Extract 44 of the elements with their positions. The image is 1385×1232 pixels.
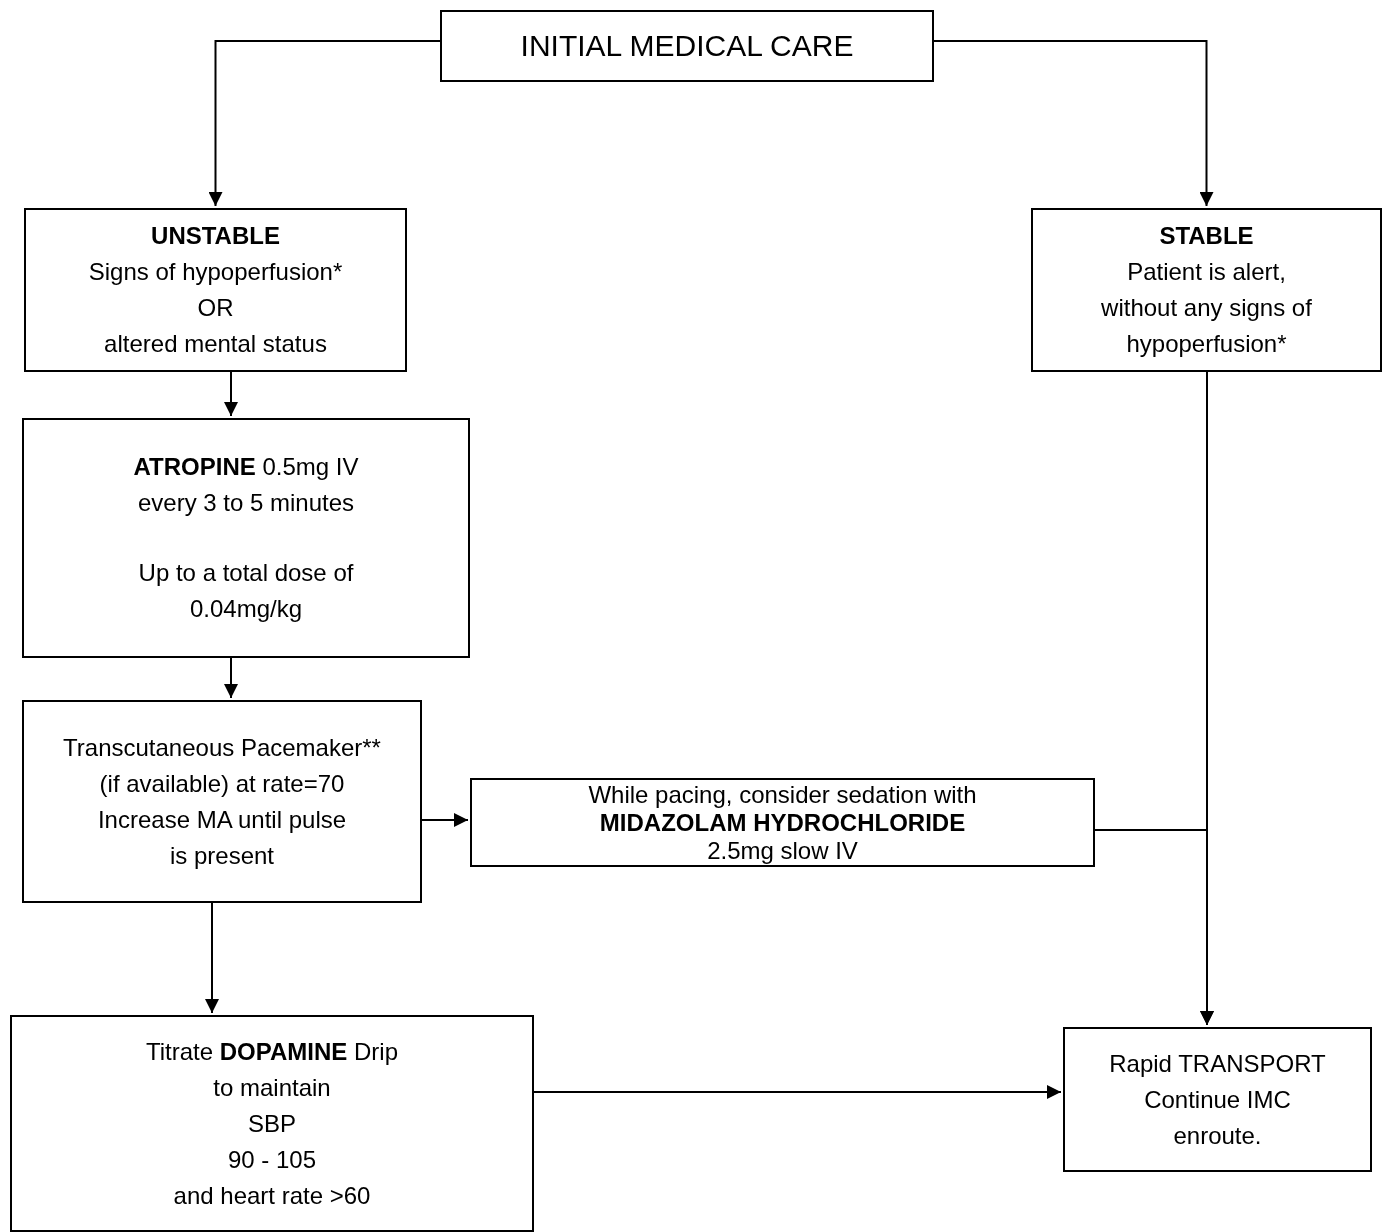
box-text: 90 - 105: [227, 1144, 317, 1175]
box-text: without any signs of: [1101, 293, 1312, 323]
process-box: [24, 208, 407, 372]
arrow: [205, 902, 219, 1014]
arrow: [224, 371, 238, 417]
arrow: [421, 813, 469, 827]
box-text: hypoperfusion*: [1126, 329, 1287, 359]
process-box: [10, 1015, 534, 1232]
box-text: Patient is alert,: [1127, 257, 1286, 287]
box-text: 2.5mg slow IV: [707, 836, 858, 865]
box-text: MIDAZOLAM HYDROCHLORIDE: [599, 808, 966, 837]
box-text: Titrate DOPAMINE Drip: [146, 1036, 398, 1067]
box-text: OR: [197, 293, 234, 323]
box-text: Continue IMC: [1144, 1084, 1291, 1115]
box-text: Up to a total dose of: [138, 558, 354, 588]
box-text: SBP: [248, 1108, 296, 1139]
process-box: [470, 778, 1095, 867]
arrow: [1200, 371, 1214, 1026]
box-text: INITIAL MEDICAL CARE: [520, 28, 854, 64]
box-text: ATROPINE 0.5mg IV: [133, 452, 359, 482]
box-text: Transcutaneous Pacemaker**: [63, 732, 381, 763]
box-text: While pacing, consider sedation with: [588, 780, 977, 809]
box-text: and heart rate >60: [173, 1180, 371, 1211]
arrow: [224, 657, 238, 699]
box-text: (if available) at rate=70: [99, 768, 345, 799]
process-box: [1063, 1027, 1372, 1172]
process-box: [22, 700, 422, 903]
box-text: every 3 to 5 minutes: [137, 488, 355, 518]
box-text: is present: [169, 840, 275, 871]
box-text: Increase MA until pulse: [97, 804, 347, 835]
box-text: 0.04mg/kg: [189, 594, 303, 624]
arrow: [208, 40, 441, 207]
box-text: Rapid TRANSPORT: [1109, 1048, 1326, 1079]
box-heading: STABLE: [1159, 221, 1254, 251]
box-text: to maintain: [213, 1072, 331, 1103]
arrow: [533, 1085, 1062, 1099]
box-text: Signs of hypoperfusion*: [88, 257, 343, 287]
process-box: [22, 418, 470, 658]
process-box: [440, 10, 934, 82]
box-text: enroute.: [1173, 1120, 1262, 1151]
arrow: [933, 40, 1214, 207]
box-text: altered mental status: [104, 329, 327, 359]
box-heading: UNSTABLE: [151, 221, 280, 251]
process-box: [1031, 208, 1382, 372]
